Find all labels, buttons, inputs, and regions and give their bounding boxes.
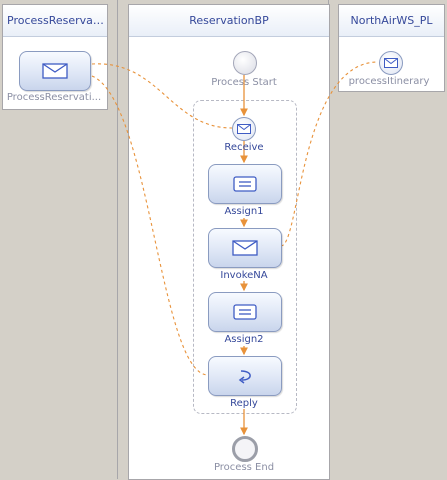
link-partner-to-reply	[91, 75, 209, 376]
link-partner-to-receive	[91, 63, 233, 129]
partner-link-northair[interactable]	[379, 51, 403, 75]
partner-lane-left-title[interactable]: ProcessReservati...	[3, 5, 107, 37]
link-invoke-to-northair	[280, 61, 379, 247]
envelope-icon	[232, 240, 258, 256]
partner-link-right-label: processItinerary	[348, 76, 430, 87]
assign-icon	[233, 304, 257, 320]
reply-activity[interactable]	[208, 356, 282, 396]
reply-label: Reply	[230, 398, 258, 409]
partner-lane-right-title[interactable]: NorthAirWS_PL	[339, 5, 444, 37]
assign-icon	[233, 176, 257, 192]
assign2-activity[interactable]	[208, 292, 282, 332]
process-end-label: Process End	[213, 462, 275, 473]
process-end-node[interactable]	[232, 436, 258, 462]
invoke-label: InvokeNA	[220, 270, 268, 281]
partner-link-left-label: ProcessReservati...	[6, 92, 102, 103]
assign1-label: Assign1	[224, 206, 264, 217]
invoke-activity[interactable]	[208, 228, 282, 268]
receive-node[interactable]	[232, 117, 256, 141]
process-start-label: Process Start	[211, 77, 277, 88]
process-start-node[interactable]	[233, 51, 257, 75]
receive-label: Receive	[224, 142, 264, 153]
assign1-activity[interactable]	[208, 164, 282, 204]
partner-lane-right: NorthAirWS_PL	[338, 4, 445, 92]
envelope-icon	[384, 58, 398, 68]
envelope-icon	[42, 63, 68, 79]
assign2-label: Assign2	[224, 334, 264, 345]
reply-arrow-icon	[238, 370, 251, 384]
process-lane-title[interactable]: ReservationBP	[129, 5, 329, 37]
envelope-icon	[237, 124, 251, 134]
partner-link-process-reservation[interactable]	[19, 51, 91, 91]
lane-separator-left	[117, 0, 118, 479]
sequence-scope[interactable]	[193, 100, 297, 414]
